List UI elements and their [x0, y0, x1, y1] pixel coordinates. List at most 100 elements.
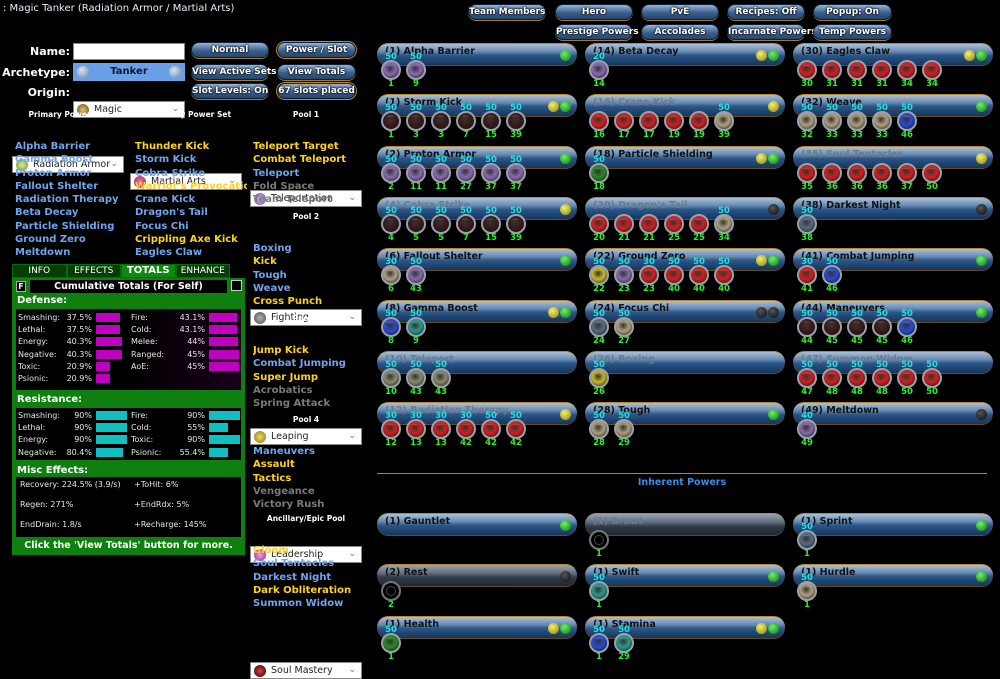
power-bar[interactable]: (14) Beta Decay: [585, 43, 785, 65]
power-bar[interactable]: (1) Health: [377, 615, 577, 638]
name-input[interactable]: [73, 43, 185, 60]
power-option-cross-punch[interactable]: Cross Punch: [253, 296, 323, 308]
enhancement-slot[interactable]: 36: [872, 156, 892, 192]
archetype-next-icon[interactable]: [169, 66, 181, 78]
green-toggle-icon[interactable]: [976, 255, 987, 267]
popup-button[interactable]: Popup: On: [813, 4, 892, 20]
power-slot-button[interactable]: Power / Slot: [277, 42, 356, 58]
power-option-crippling-axe-kick[interactable]: Crippling Axe Kick: [135, 234, 238, 246]
power-option-dragon-s-tail[interactable]: Dragon's Tail: [135, 207, 208, 219]
enhancement-slot[interactable]: 34: [922, 53, 942, 89]
power-bar[interactable]: (24) Focus Chi: [585, 299, 785, 322]
enhancement-slot[interactable]: 36: [847, 156, 867, 192]
off-toggle-icon[interactable]: [560, 571, 571, 583]
enhancement-slot[interactable]: 35: [797, 156, 817, 192]
pool-dropdown-soul-mastery[interactable]: Soul Mastery⌄: [250, 662, 362, 679]
green-toggle-icon[interactable]: [560, 622, 571, 634]
power-bar[interactable]: (1) Stamina: [585, 615, 785, 638]
green-toggle-icon[interactable]: [560, 101, 571, 113]
off-toggle-icon[interactable]: [976, 203, 987, 215]
prestige-powers-button[interactable]: Prestige Powers: [555, 24, 639, 40]
yellow-toggle-icon[interactable]: [548, 306, 559, 318]
enhancement-slot[interactable]: 21: [614, 207, 634, 243]
power-bar[interactable]: (16) Crane Kick: [585, 94, 785, 117]
green-toggle-icon[interactable]: [560, 152, 571, 164]
pool-dropdown-teleportation[interactable]: Teleportation⌄: [250, 190, 362, 207]
power-bar[interactable]: (26) Boxing: [585, 350, 785, 373]
power-bar[interactable]: (32) Weave: [793, 94, 993, 117]
power-option-radiation-therapy[interactable]: Radiation Therapy: [15, 194, 119, 206]
power-option-tough[interactable]: Tough: [253, 269, 287, 281]
power-bar[interactable]: (28) Tough: [585, 402, 785, 425]
power-bar[interactable]: (1) Hurdle: [793, 564, 993, 587]
green-toggle-icon[interactable]: [768, 50, 779, 61]
power-bar[interactable]: (10) Teleport: [377, 350, 577, 373]
power-option-beta-decay[interactable]: Beta Decay: [15, 207, 79, 219]
power-option-meltdown[interactable]: Meltdown: [15, 247, 71, 259]
enhancement-slot[interactable]: 16: [589, 104, 609, 140]
enhancement-slot[interactable]: 19: [664, 104, 684, 140]
enhancement-slot[interactable]: 19: [689, 104, 709, 140]
power-option-vengeance[interactable]: Vengeance: [253, 485, 315, 497]
power-option-gamma-boost[interactable]: Gamma Boost: [15, 154, 94, 166]
power-bar[interactable]: (41) Combat Jumping: [793, 248, 993, 271]
power-option-combat-jumping[interactable]: Combat Jumping: [253, 358, 346, 370]
power-bar[interactable]: (18) Particle Shielding: [585, 145, 785, 168]
power-bar[interactable]: (1) Gauntlet: [377, 513, 577, 535]
enhancement-slot[interactable]: 30: [797, 53, 817, 89]
enhancement-slot[interactable]: 36: [822, 156, 842, 192]
off-toggle-icon[interactable]: [768, 306, 779, 318]
yellow-toggle-icon[interactable]: [976, 152, 987, 164]
power-bar[interactable]: (44) Maneuvers: [793, 299, 993, 322]
power-bar[interactable]: (22) Ground Zero: [585, 248, 785, 271]
power-option-teleport-target[interactable]: Teleport Target: [253, 141, 339, 152]
power-option-maneuvers[interactable]: Maneuvers: [253, 446, 315, 457]
green-toggle-icon[interactable]: [976, 571, 987, 583]
power-bar[interactable]: (1) Sprint: [793, 513, 993, 535]
green-toggle-icon[interactable]: [560, 255, 571, 267]
origin-dropdown[interactable]: Magic ⌄: [73, 101, 185, 118]
yellow-toggle-icon[interactable]: [756, 255, 767, 267]
f-button[interactable]: F: [16, 281, 26, 292]
normal-button[interactable]: Normal: [191, 42, 269, 58]
enhancement-slot[interactable]: 50: [922, 156, 942, 192]
power-option-cobra-strike[interactable]: Cobra Strike: [135, 167, 206, 179]
power-option-thunder-kick[interactable]: Thunder Kick: [135, 141, 210, 152]
off-toggle-icon[interactable]: [768, 203, 779, 215]
yellow-toggle-icon[interactable]: [560, 203, 571, 215]
